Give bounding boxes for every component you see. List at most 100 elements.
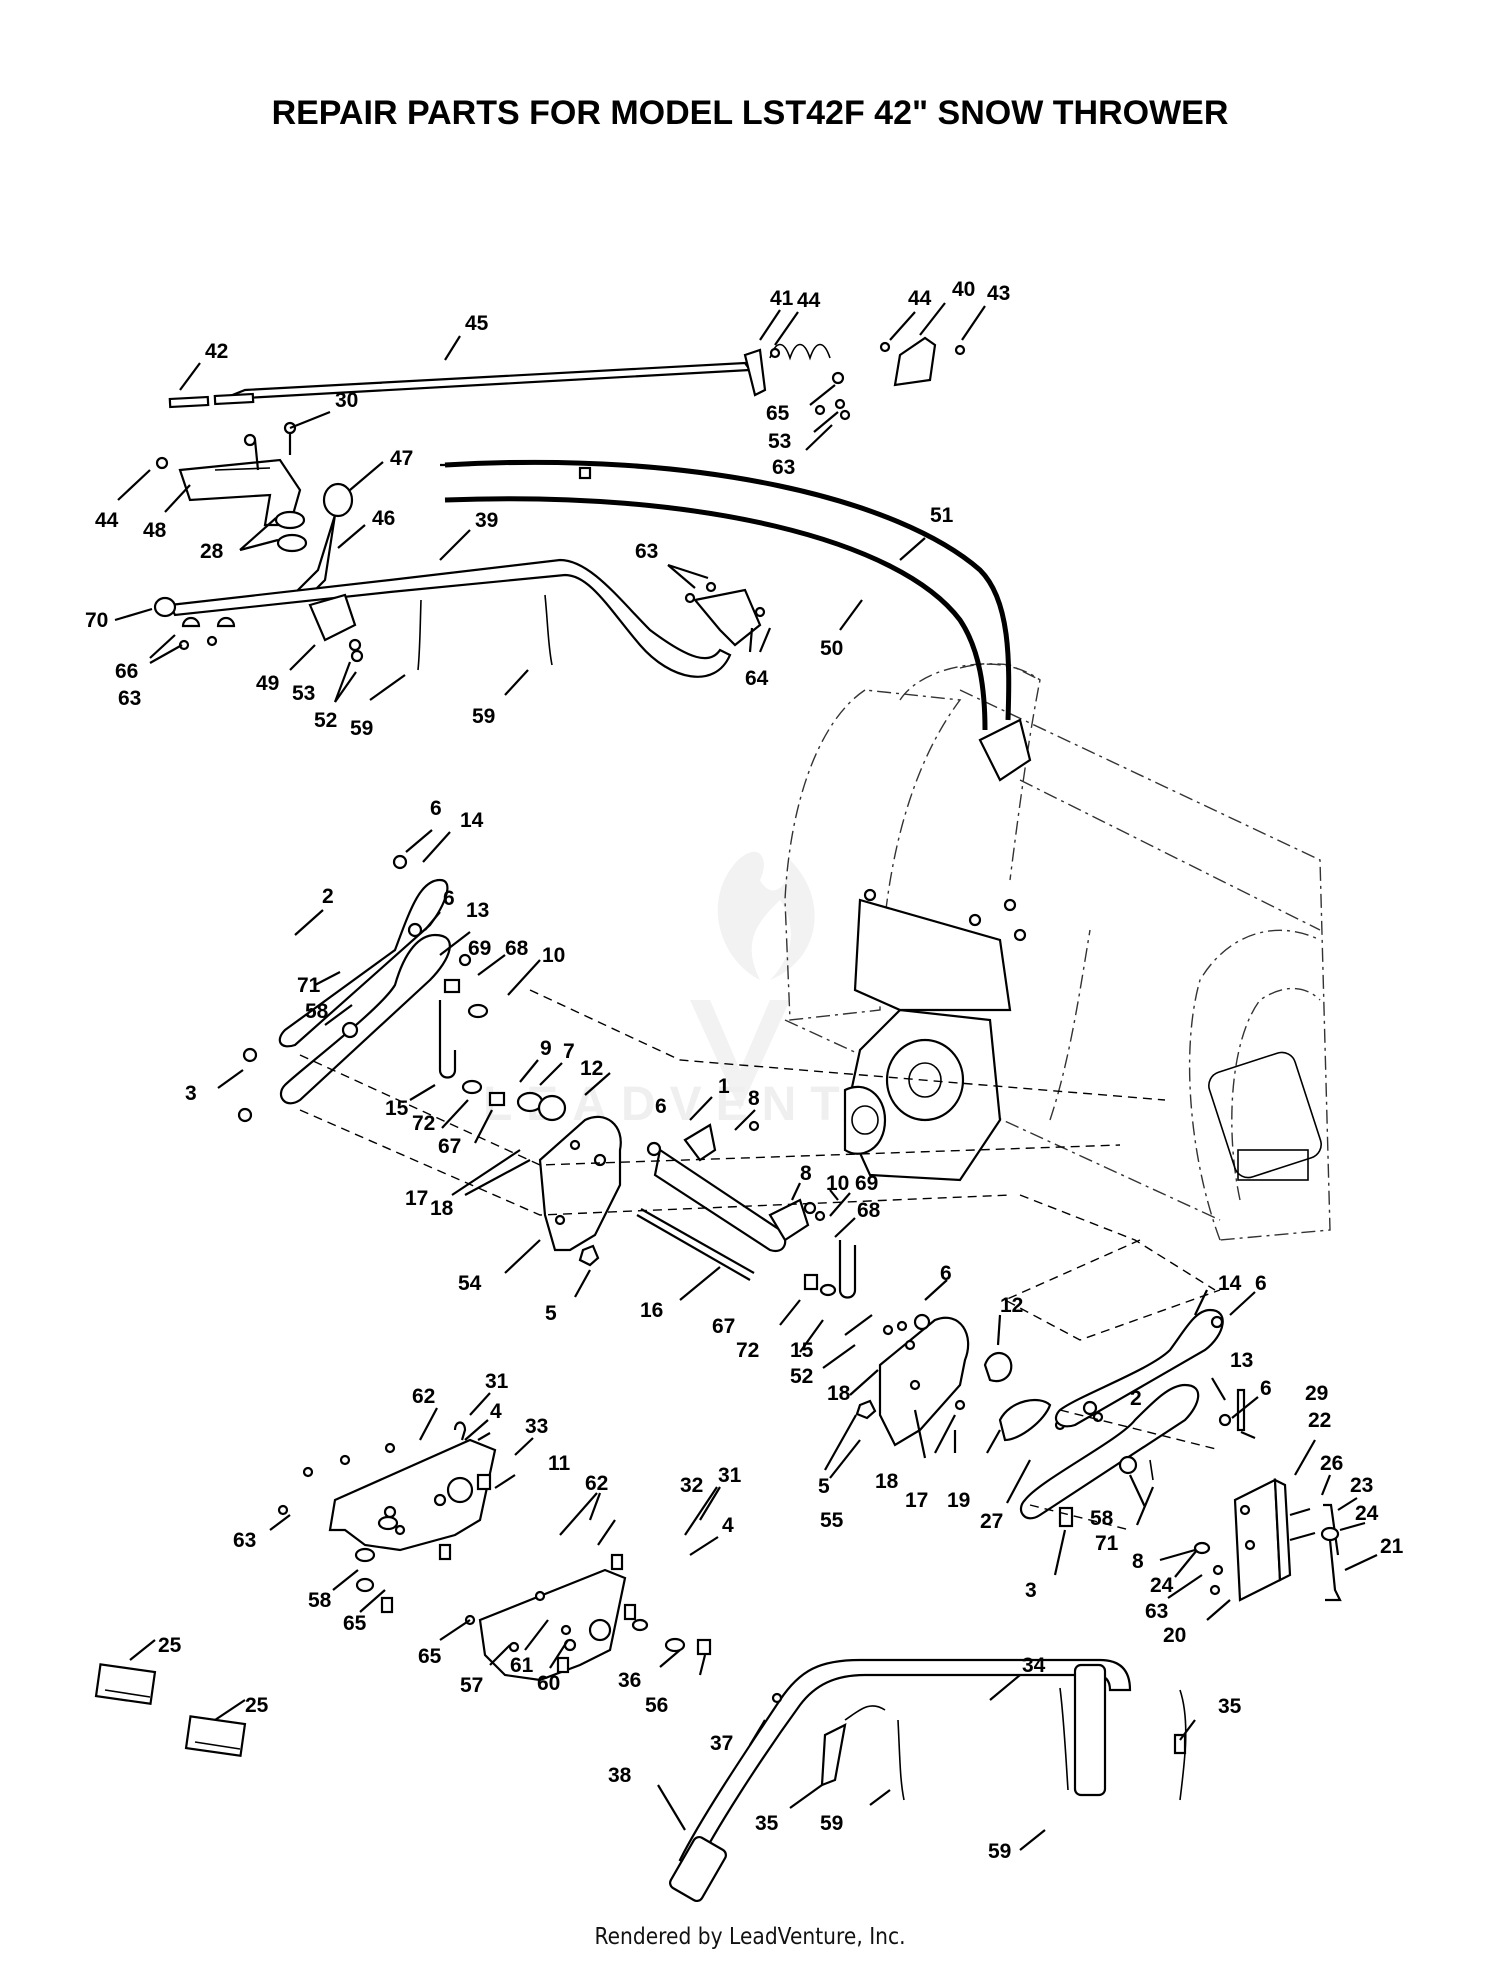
callout-44: 44	[908, 287, 932, 310]
callout-41: 41	[770, 287, 794, 310]
callout-4: 4	[722, 1514, 734, 1537]
callout-58: 58	[305, 1000, 329, 1023]
callout-25: 25	[245, 1694, 269, 1717]
callout-58: 58	[1090, 1507, 1114, 1530]
callout-45: 45	[465, 312, 489, 335]
callout-69: 69	[855, 1172, 878, 1195]
callout-57: 57	[460, 1674, 483, 1697]
callout-59: 59	[988, 1840, 1011, 1863]
callout-6: 6	[1255, 1272, 1267, 1295]
shift-linkage	[153, 421, 766, 678]
callout-1: 1	[718, 1075, 730, 1098]
callout-70: 70	[85, 609, 108, 632]
callout-35: 35	[755, 1812, 779, 1835]
callout-15: 15	[790, 1339, 814, 1362]
assembly-guide-lines	[299, 989, 1221, 1531]
callout-29: 29	[1305, 1382, 1328, 1405]
callout-8: 8	[1132, 1550, 1144, 1573]
callout-56: 56	[645, 1694, 668, 1717]
callout-62: 62	[585, 1472, 608, 1495]
skid-shoes	[94, 1663, 247, 1757]
callout-38: 38	[608, 1764, 632, 1787]
callout-69: 69	[468, 937, 491, 960]
callout-36: 36	[618, 1669, 641, 1692]
callout-68: 68	[857, 1199, 881, 1222]
callout-52: 52	[314, 709, 337, 732]
callout-3: 3	[185, 1082, 197, 1105]
callout-71: 71	[297, 974, 321, 997]
callout-21: 21	[1380, 1535, 1404, 1558]
callout-24: 24	[1150, 1574, 1174, 1597]
callout-42: 42	[205, 340, 228, 363]
callout-22: 22	[1308, 1409, 1331, 1432]
callout-72: 72	[736, 1339, 759, 1362]
callout-2: 2	[1130, 1387, 1142, 1410]
callout-66: 66	[115, 660, 138, 683]
control-rod-assembly	[168, 336, 966, 421]
callout-labels: 42 45 41 44 44 40 43 65 53 63 30 47 44 4…	[85, 278, 1404, 1863]
callout-3: 3	[1025, 1579, 1037, 1602]
callout-59: 59	[472, 705, 495, 728]
center-bracket-and-shaft	[538, 1115, 857, 1299]
callout-18: 18	[430, 1197, 454, 1220]
callout-65: 65	[343, 1612, 367, 1635]
callout-14: 14	[460, 809, 484, 832]
callout-6: 6	[430, 797, 442, 820]
callout-46: 46	[372, 507, 395, 530]
callout-17: 17	[405, 1187, 428, 1210]
callout-58: 58	[308, 1589, 332, 1612]
control-handle	[669, 1658, 1187, 1903]
callout-61: 61	[510, 1654, 534, 1677]
callout-31: 31	[718, 1464, 742, 1487]
callout-6: 6	[940, 1262, 952, 1285]
callout-63: 63	[118, 687, 141, 710]
callout-2: 2	[322, 885, 334, 908]
callout-24: 24	[1355, 1502, 1379, 1525]
callout-55: 55	[820, 1509, 844, 1532]
callout-49: 49	[256, 672, 279, 695]
callout-65: 65	[418, 1645, 442, 1668]
control-cables	[440, 459, 1012, 731]
callout-13: 13	[1230, 1349, 1253, 1372]
callout-6: 6	[1260, 1377, 1272, 1400]
left-skid-brackets	[277, 1421, 712, 1682]
auger-housing	[784, 663, 1331, 1241]
callout-7: 7	[563, 1040, 575, 1063]
left-lift-arms	[237, 854, 567, 1123]
callout-15: 15	[385, 1097, 409, 1120]
callout-18: 18	[827, 1382, 851, 1405]
callout-62: 62	[412, 1385, 435, 1408]
callout-20: 20	[1163, 1624, 1186, 1647]
callout-23: 23	[1350, 1474, 1373, 1497]
callout-17: 17	[905, 1489, 928, 1512]
callout-54: 54	[458, 1272, 482, 1295]
callout-43: 43	[987, 282, 1010, 305]
callout-5: 5	[818, 1475, 830, 1498]
callout-4: 4	[490, 1400, 502, 1423]
callout-19: 19	[947, 1489, 970, 1512]
callout-65: 65	[766, 402, 790, 425]
callout-35: 35	[1218, 1695, 1242, 1718]
callout-63: 63	[635, 540, 658, 563]
callout-53: 53	[768, 430, 791, 453]
callout-48: 48	[143, 519, 167, 542]
callout-60: 60	[537, 1672, 560, 1695]
callout-leaders	[114, 302, 1378, 1851]
right-bracket-and-arms	[855, 1308, 1232, 1528]
callout-47: 47	[390, 447, 413, 470]
callout-10: 10	[542, 944, 565, 967]
callout-18: 18	[875, 1470, 899, 1493]
callout-59: 59	[350, 717, 373, 740]
callout-28: 28	[200, 540, 224, 563]
callout-68: 68	[505, 937, 529, 960]
watermark-logo: LEADVENTURE	[483, 851, 983, 1131]
footer-credit: Rendered by LeadVenture, Inc.	[594, 1924, 906, 1950]
callout-12: 12	[1000, 1294, 1023, 1317]
callout-44: 44	[95, 509, 119, 532]
callout-6: 6	[655, 1095, 667, 1118]
callout-64: 64	[745, 667, 769, 690]
callout-6: 6	[443, 887, 455, 910]
callout-51: 51	[930, 504, 954, 527]
callout-25: 25	[158, 1634, 182, 1657]
callout-8: 8	[748, 1087, 760, 1110]
